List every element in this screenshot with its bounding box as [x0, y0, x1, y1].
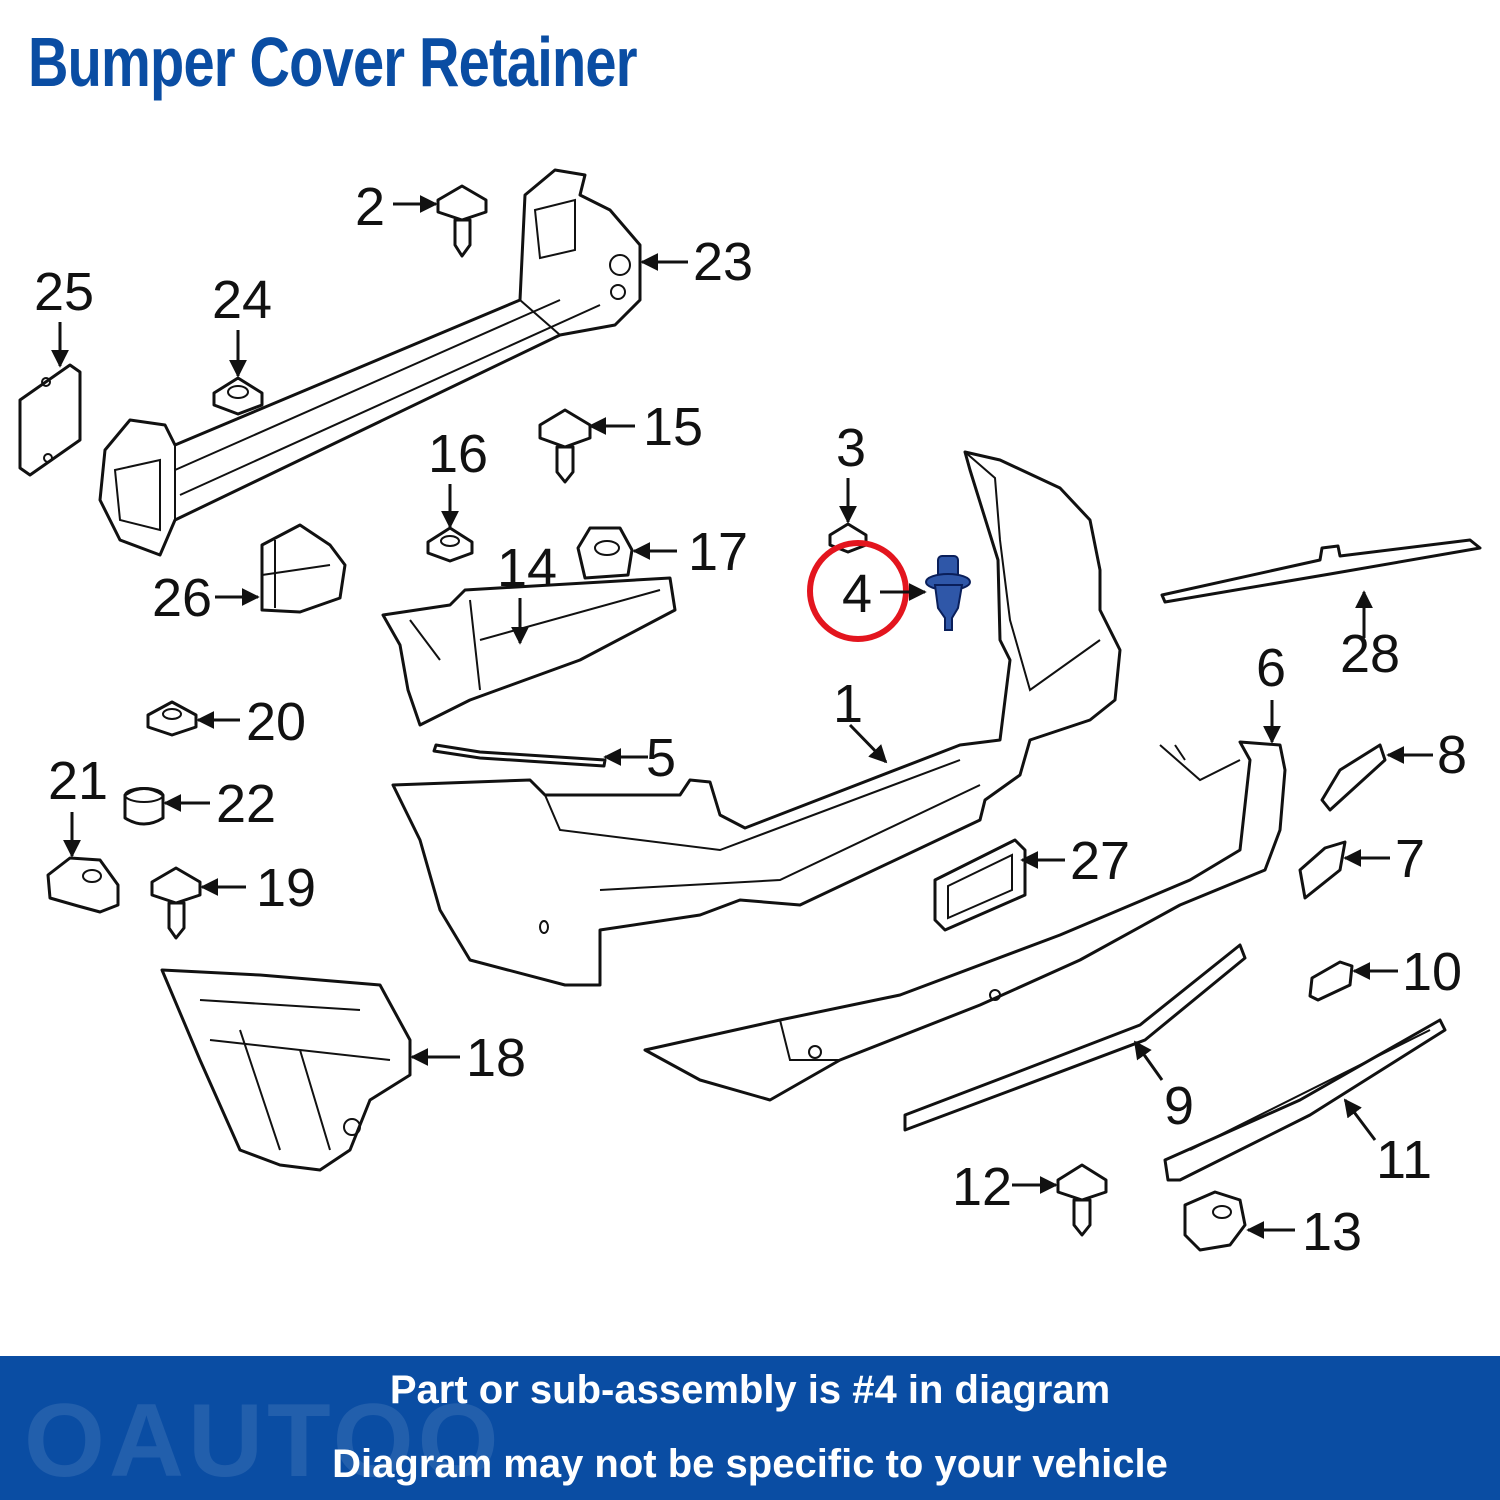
callout-8: 8 — [1437, 725, 1467, 785]
brand-watermark: OAUTOO — [24, 1383, 503, 1499]
bracket-26 — [260, 523, 347, 614]
reinforcement-bar — [98, 168, 642, 557]
callout-9: 9 — [1164, 1076, 1194, 1136]
callout-20: 20 — [246, 692, 306, 752]
bolt-12 — [1056, 1163, 1108, 1237]
bracket-assembly-18 — [160, 968, 412, 1172]
callout-19: 19 — [256, 858, 316, 918]
diffuser-carrier-6 — [643, 740, 1287, 1102]
push-pin-retainer-4 — [925, 555, 971, 631]
callout-25: 25 — [34, 262, 94, 322]
callout-arrows — [51, 195, 1433, 1239]
callout-13: 13 — [1302, 1202, 1362, 1262]
nut-20 — [146, 700, 198, 737]
callout-labels: 2 23 25 24 15 16 3 17 4 14 26 28 1 6 20 … — [34, 177, 1467, 1262]
callout-3: 3 — [836, 418, 866, 478]
plate-bracket-27 — [933, 838, 1027, 932]
callout-4: 4 — [842, 564, 872, 624]
parts-diagram: 2 23 25 24 15 16 3 17 4 14 26 28 1 6 20 … — [18, 168, 1482, 1262]
info-banner: OAUTOO Part or sub-assembly is #4 in dia… — [0, 1356, 1500, 1500]
callout-5: 5 — [646, 728, 676, 788]
callout-24: 24 — [212, 270, 272, 330]
block-13 — [1183, 1190, 1247, 1252]
banner-line-part-number: Part or sub-assembly is #4 in diagram — [389, 1368, 1111, 1412]
reflector-8 — [1320, 743, 1387, 812]
side-plate — [18, 363, 82, 477]
callout-22: 22 — [216, 774, 276, 834]
callout-6: 6 — [1256, 638, 1286, 698]
grommet-22 — [123, 787, 165, 826]
callout-18: 18 — [466, 1028, 526, 1088]
strip-5 — [432, 743, 607, 768]
upper-strip-28 — [1160, 538, 1482, 604]
callout-27: 27 — [1070, 831, 1130, 891]
block-21 — [46, 856, 120, 914]
pad-17 — [576, 526, 634, 580]
bolt-19 — [150, 866, 202, 940]
lower-strip-11 — [1163, 1018, 1447, 1182]
clip-10 — [1308, 960, 1354, 1002]
callout-14: 14 — [497, 538, 557, 598]
callout-2: 2 — [355, 177, 385, 237]
callout-23: 23 — [693, 232, 753, 292]
callout-21: 21 — [48, 751, 108, 811]
callout-12: 12 — [952, 1157, 1012, 1217]
bumper-cover — [391, 450, 1122, 987]
nut-24 — [212, 376, 264, 416]
callout-11: 11 — [1376, 1130, 1432, 1190]
page-title: Bumper Cover Retainer — [28, 23, 638, 101]
side-bracket-14 — [381, 576, 677, 727]
callout-15: 15 — [643, 397, 703, 457]
callout-10: 10 — [1402, 942, 1462, 1002]
callout-17: 17 — [688, 522, 748, 582]
callout-7: 7 — [1395, 829, 1425, 889]
callout-26: 26 — [152, 568, 212, 628]
bolt-2 — [436, 184, 488, 258]
callout-1: 1 — [833, 674, 863, 734]
callout-16: 16 — [428, 424, 488, 484]
nut-16 — [426, 526, 474, 563]
banner-line-disclaimer: Diagram may not be specific to your vehi… — [332, 1442, 1168, 1486]
callout-28: 28 — [1340, 624, 1400, 684]
cover-7 — [1298, 840, 1347, 900]
trim-strip-9 — [903, 943, 1247, 1132]
bolt-15 — [538, 408, 592, 484]
